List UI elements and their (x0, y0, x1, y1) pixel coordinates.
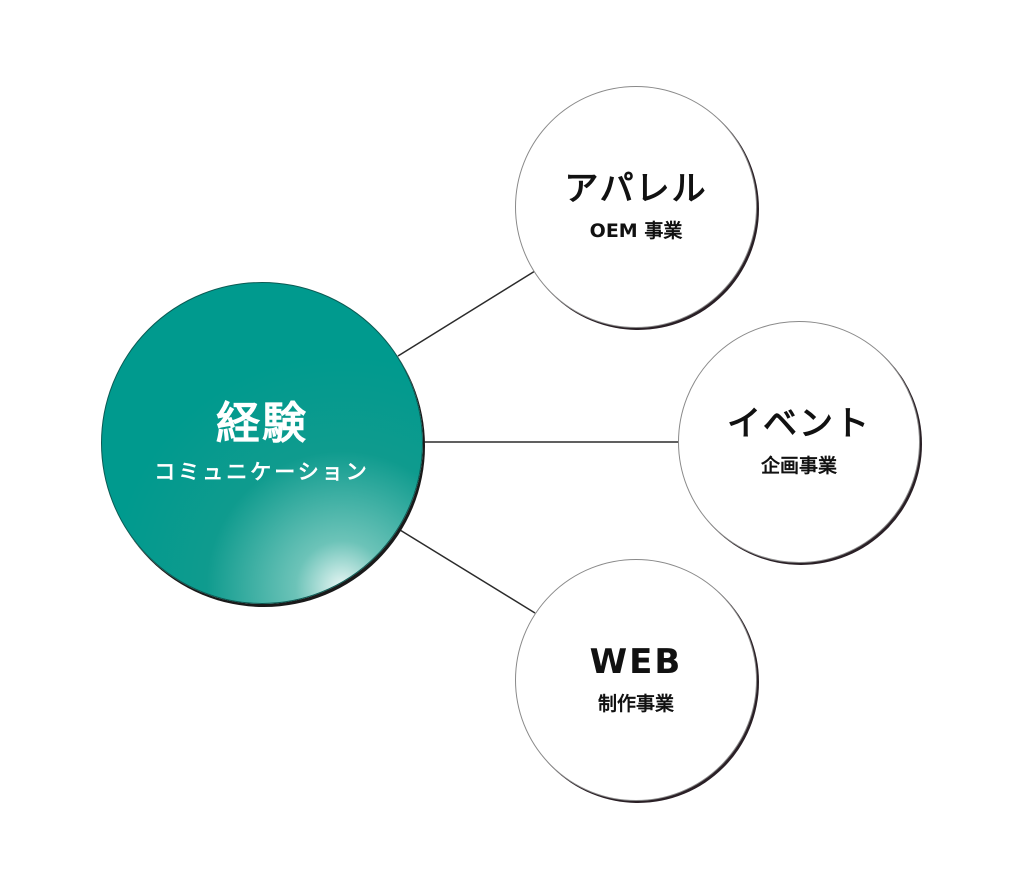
connector-web (399, 529, 536, 614)
node-title: アパレル (564, 168, 708, 209)
node-title: イベント (727, 403, 871, 444)
node-subtitle: OEM 事業 (589, 220, 683, 243)
node-apparel: アパレル OEM 事業 (515, 86, 757, 328)
center-title: 経験 (216, 397, 308, 449)
node-web: WEB 制作事業 (515, 559, 757, 801)
center-circle-experience: 経験 コミュニケーション (101, 282, 423, 604)
center-subtitle: コミュニケーション (154, 460, 370, 485)
connector-apparel (397, 270, 536, 357)
node-subtitle: 企画事業 (760, 455, 837, 478)
node-event: イベント 企画事業 (678, 321, 920, 563)
node-title: WEB (589, 641, 683, 682)
node-subtitle: 制作事業 (597, 693, 674, 716)
